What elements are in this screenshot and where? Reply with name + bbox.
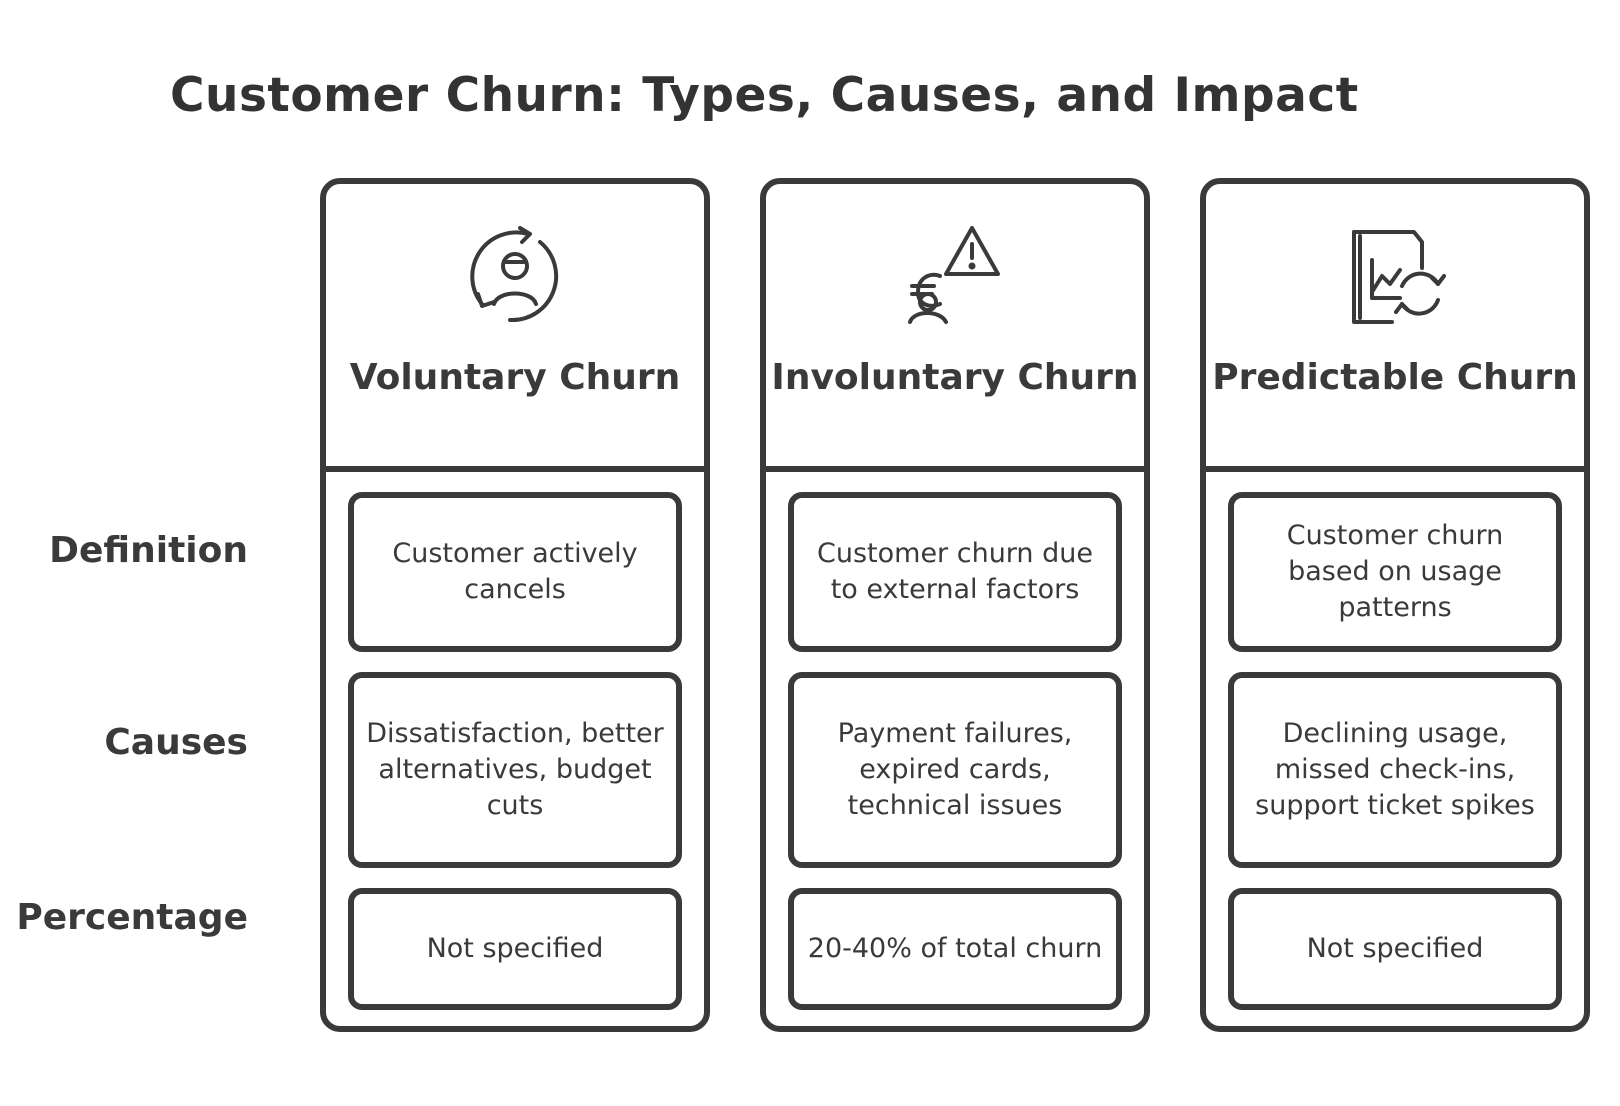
percentage-cell: 20-40% of total churn <box>788 888 1122 1010</box>
row-label-definition: Definition <box>49 530 248 571</box>
column-voluntary-churn: Voluntary Churn Customer actively cancel… <box>320 178 710 1032</box>
causes-cell: Dissatisfaction, better alternatives, bu… <box>348 672 682 868</box>
column-header: Predictable Churn <box>1206 184 1584 472</box>
percentage-cell: Not specified <box>1228 888 1562 1010</box>
definition-cell: Customer actively cancels <box>348 492 682 652</box>
definition-cell: Customer churn due to external factors <box>788 492 1122 652</box>
column-header: Voluntary Churn <box>326 184 704 472</box>
column-header: Involuntary Churn <box>766 184 1144 472</box>
user-cycle-icon <box>460 222 570 332</box>
column-title: Voluntary Churn <box>349 357 681 398</box>
causes-cell: Payment failures, expired cards, technic… <box>788 672 1122 868</box>
diagram-title: Customer Churn: Types, Causes, and Impac… <box>170 68 1359 123</box>
column-predictable-churn: Predictable Churn Customer churn based o… <box>1200 178 1590 1032</box>
euro-warning-icon <box>900 222 1010 332</box>
row-label-causes: Causes <box>104 722 248 763</box>
chart-cycle-icon <box>1340 222 1450 332</box>
column-title: Involuntary Churn <box>771 357 1139 398</box>
causes-cell: Declining usage, missed check-ins, suppo… <box>1228 672 1562 868</box>
row-label-percentage: Percentage <box>16 897 248 938</box>
column-involuntary-churn: Involuntary Churn Customer churn due to … <box>760 178 1150 1032</box>
definition-cell: Customer churn based on usage patterns <box>1228 492 1562 652</box>
column-title: Predictable Churn <box>1212 357 1578 398</box>
percentage-cell: Not specified <box>348 888 682 1010</box>
